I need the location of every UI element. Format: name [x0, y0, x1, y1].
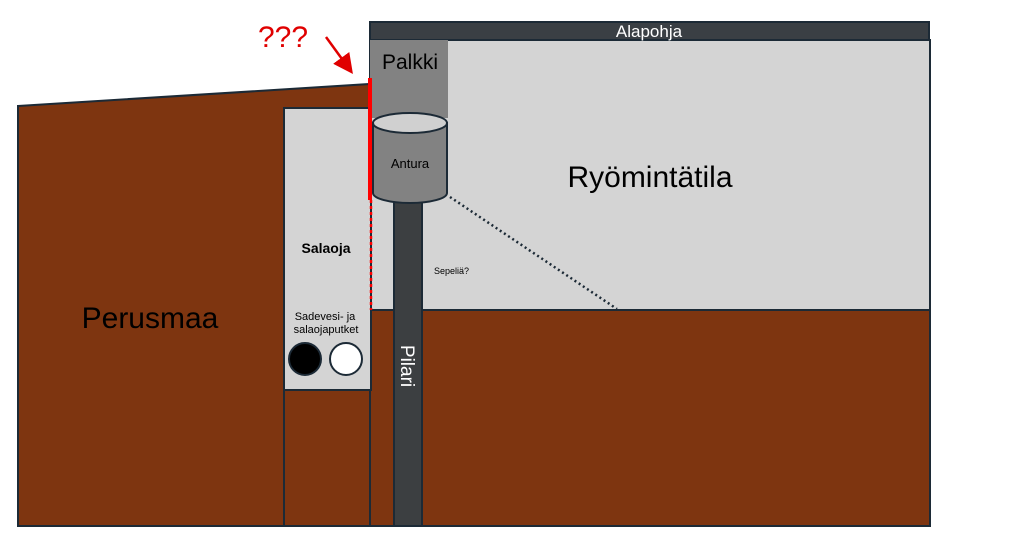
question-arrow — [324, 36, 353, 75]
perusmaa-label: Perusmaa — [82, 302, 219, 335]
palkki-label: Palkki — [382, 51, 438, 74]
sepelia-label: Sepeliä? — [434, 266, 469, 276]
salaoja-trench — [283, 107, 372, 391]
sepelia-dotted-line — [449, 195, 618, 311]
pilari-label: Pilari — [396, 345, 417, 387]
soil-right — [369, 309, 931, 527]
pilari-pillar — [393, 197, 423, 527]
rainwater-pipe-icon — [288, 342, 322, 376]
antura-label: Antura — [391, 156, 430, 171]
question-marks: ??? — [258, 21, 308, 54]
salaoja-label: Salaoja — [301, 240, 350, 256]
alapohja-bar — [369, 21, 930, 41]
pipes-label-line1: Sadevesi- ja — [295, 311, 356, 323]
crawlspace-area — [369, 39, 931, 311]
alapohja-label: Alapohja — [616, 22, 683, 41]
perusmaa-soil — [17, 82, 371, 527]
palkki-beam — [370, 40, 448, 118]
antura-footing — [372, 112, 448, 204]
drain-pipe-icon — [329, 342, 363, 376]
pipes-label-line2: salaojaputket — [294, 324, 359, 336]
ryomintatila-label: Ryömintätila — [567, 161, 732, 194]
